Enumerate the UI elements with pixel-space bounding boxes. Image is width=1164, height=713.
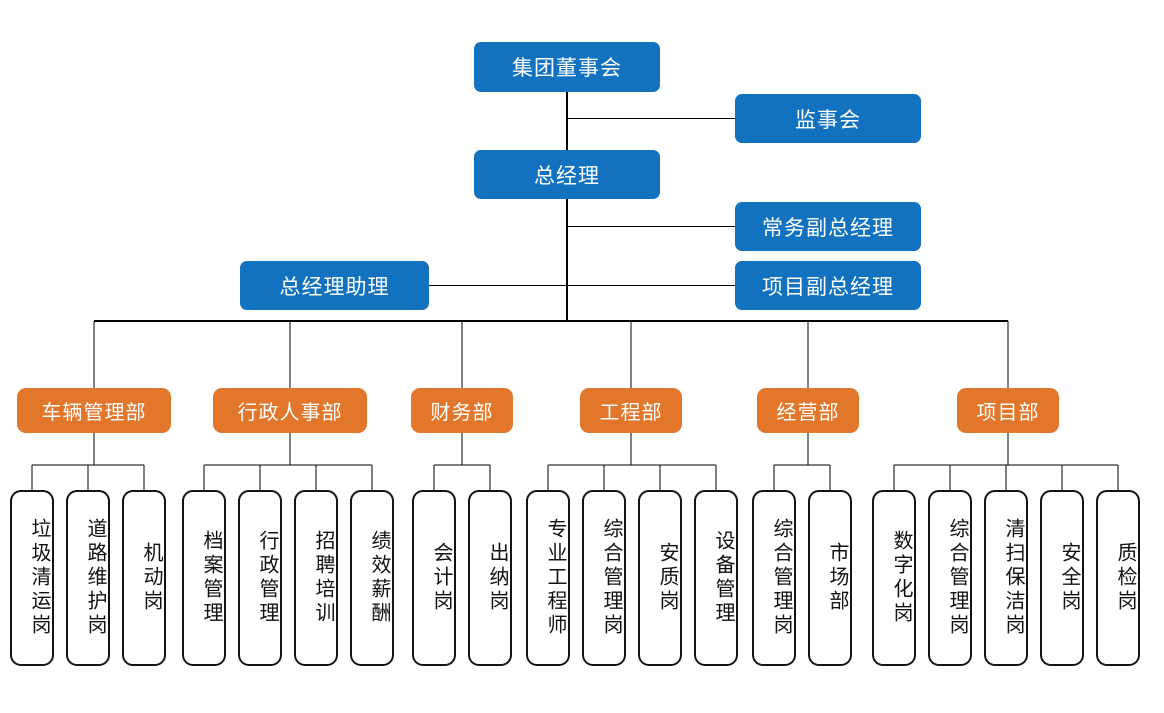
position-4-1[interactable]: 专业工程师 (526, 490, 570, 666)
position-5-2[interactable]: 市场部 (808, 490, 852, 666)
position-2-2[interactable]: 行政管理 (238, 490, 282, 666)
position-3-2[interactable]: 出纳岗 (468, 490, 512, 666)
node-general-manager[interactable]: 总经理 (474, 150, 660, 199)
node-executive-vp[interactable]: 常务副总经理 (735, 202, 921, 251)
position-1-2[interactable]: 道路维护岗 (66, 490, 110, 666)
department-4[interactable]: 工程部 (580, 388, 682, 433)
position-6-2[interactable]: 综合管理岗 (928, 490, 972, 666)
node-gm-assistant[interactable]: 总经理助理 (240, 261, 429, 310)
position-2-3[interactable]: 招聘培训 (294, 490, 338, 666)
position-2-4[interactable]: 绩效薪酬 (350, 490, 394, 666)
position-1-1[interactable]: 垃圾清运岗 (10, 490, 54, 666)
department-6[interactable]: 项目部 (957, 388, 1059, 433)
department-2[interactable]: 行政人事部 (213, 388, 367, 433)
position-4-4[interactable]: 设备管理 (694, 490, 738, 666)
position-2-1[interactable]: 档案管理 (182, 490, 226, 666)
node-supervisory-board[interactable]: 监事会 (735, 94, 921, 143)
position-3-1[interactable]: 会计岗 (412, 490, 456, 666)
department-5[interactable]: 经营部 (757, 388, 859, 433)
position-6-5[interactable]: 质检岗 (1096, 490, 1140, 666)
position-6-1[interactable]: 数字化岗 (872, 490, 916, 666)
position-1-3[interactable]: 机动岗 (122, 490, 166, 666)
node-board[interactable]: 集团董事会 (474, 42, 660, 92)
position-6-3[interactable]: 清扫保洁岗 (984, 490, 1028, 666)
position-5-1[interactable]: 综合管理岗 (752, 490, 796, 666)
node-project-vp[interactable]: 项目副总经理 (735, 261, 921, 310)
position-4-3[interactable]: 安质岗 (638, 490, 682, 666)
position-6-4[interactable]: 安全岗 (1040, 490, 1084, 666)
department-1[interactable]: 车辆管理部 (17, 388, 171, 433)
position-4-2[interactable]: 综合管理岗 (582, 490, 626, 666)
department-3[interactable]: 财务部 (411, 388, 513, 433)
